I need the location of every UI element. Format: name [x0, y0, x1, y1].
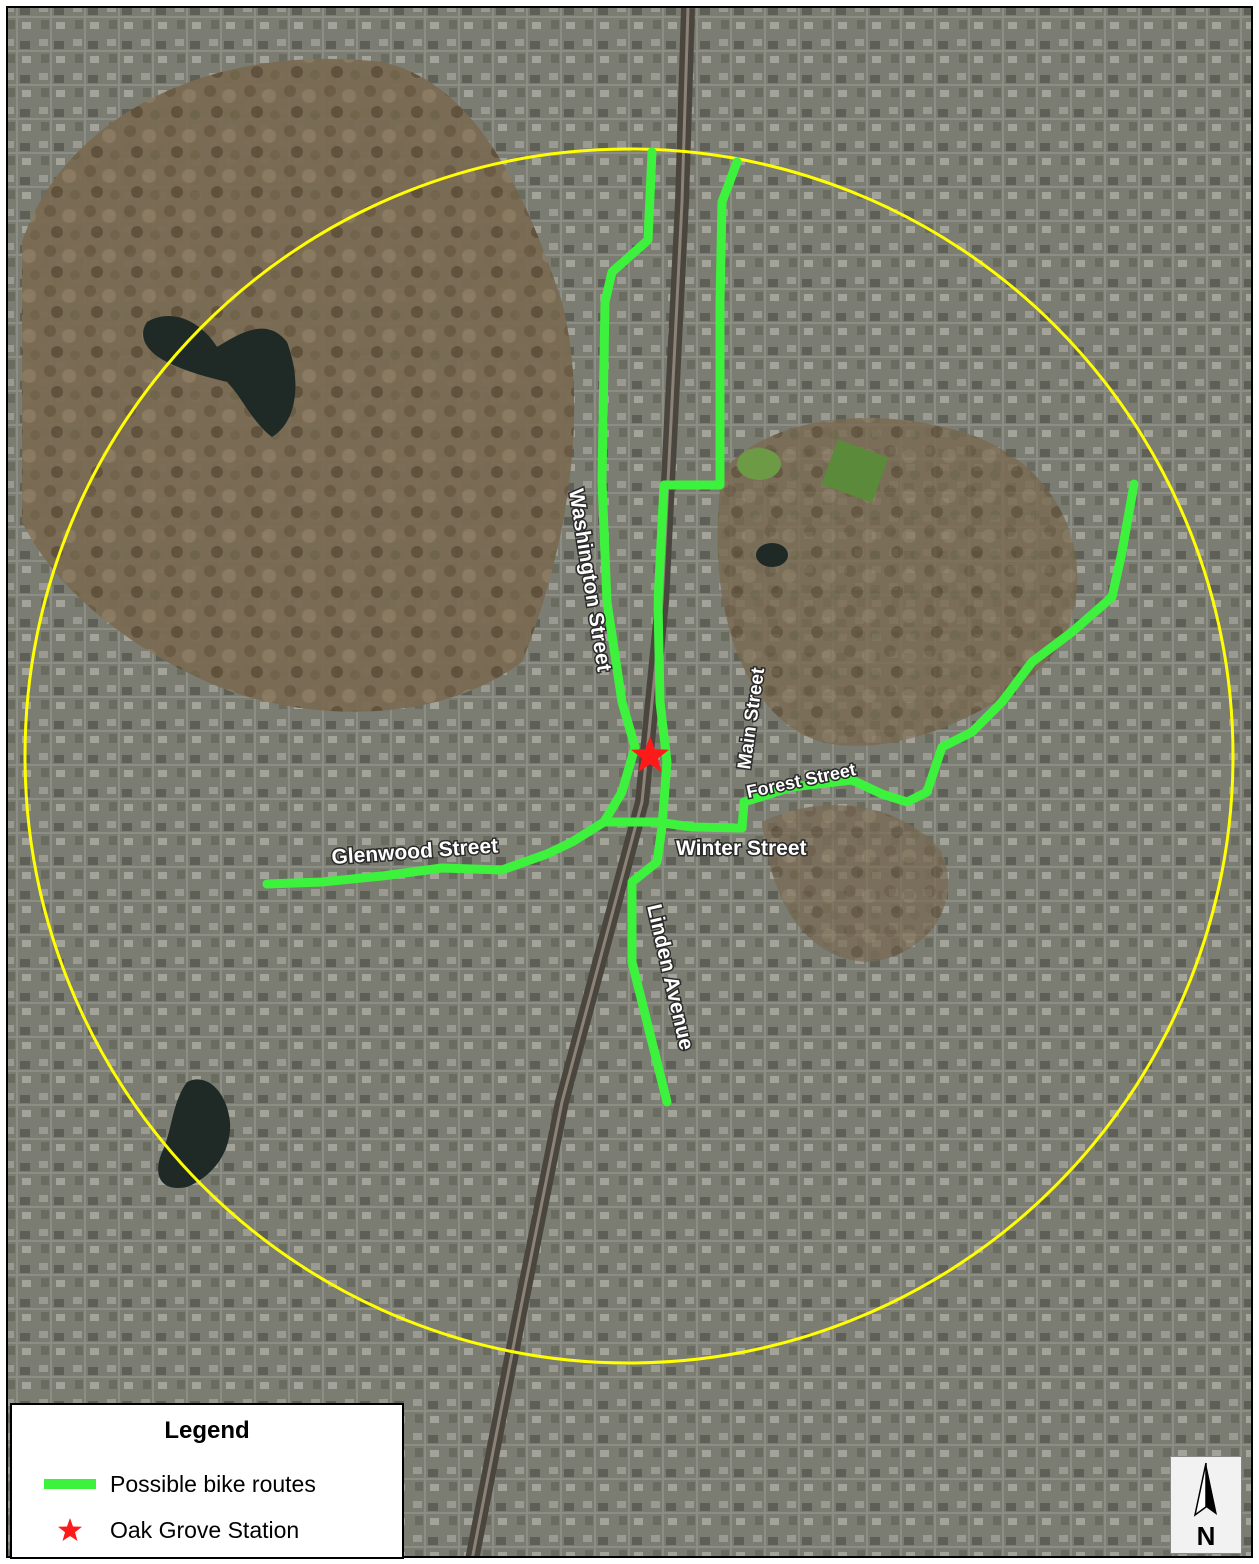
eastern-woodland — [717, 417, 1078, 746]
aerial-map[interactable]: Washington Street Main Street Forest Str… — [8, 8, 1253, 1558]
legend: Legend Possible bike routes Oak Grove St… — [10, 1403, 404, 1559]
map-frame: Washington Street Main Street Forest Str… — [6, 6, 1253, 1558]
legend-label: Oak Grove Station — [110, 1516, 300, 1543]
legend-title: Legend — [164, 1417, 250, 1444]
route-forest-street[interactable] — [737, 479, 1139, 833]
south-pond — [158, 1079, 231, 1188]
route-winter-street[interactable] — [599, 817, 747, 833]
ball-field — [821, 439, 889, 503]
route-washington-street[interactable] — [262, 147, 657, 889]
rail-track — [471, 8, 690, 1556]
label-winter-street: Winter Street — [676, 837, 807, 860]
north-arrow-icon — [1193, 1462, 1217, 1517]
route-main-street[interactable] — [627, 157, 742, 1107]
middlesex-fells-woodland — [22, 58, 575, 712]
north-letter: N — [1197, 1521, 1216, 1551]
legend-item-bike-routes: Possible bike routes — [42, 1469, 316, 1499]
oak-grove-station-star[interactable] — [631, 736, 669, 773]
bike-routes — [262, 147, 1139, 1107]
small-pond — [756, 543, 788, 567]
legend-label: Possible bike routes — [110, 1470, 316, 1497]
green-line-icon — [44, 1479, 96, 1489]
red-star-icon — [44, 1517, 96, 1543]
spot-pond — [143, 316, 296, 437]
ball-diamond — [737, 448, 781, 480]
legend-item-station: Oak Grove Station — [42, 1515, 299, 1545]
southeast-woodland — [762, 805, 949, 962]
station-buffer-ring — [23, 147, 1235, 1365]
north-arrow: N — [1170, 1456, 1242, 1554]
